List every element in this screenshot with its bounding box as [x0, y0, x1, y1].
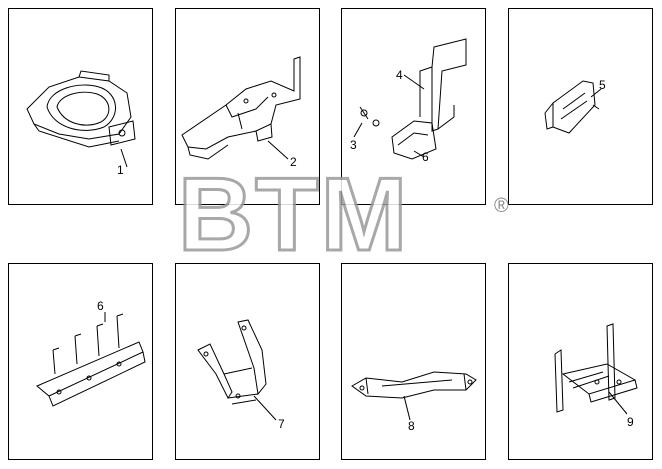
callout-label: 1 — [117, 163, 124, 177]
part-1-drawing — [26, 70, 136, 168]
callout-label: 5 — [599, 78, 606, 92]
part-7-drawing — [197, 319, 277, 421]
panel-part-8: 8 — [341, 263, 486, 460]
part-9-drawing — [554, 323, 638, 415]
panel-part-6: 6 — [8, 263, 153, 460]
part-5-drawing — [544, 80, 602, 134]
callout-label: 7 — [278, 417, 285, 431]
panel-part-9: 9 — [508, 263, 653, 460]
callout-label: 4 — [396, 68, 403, 82]
watermark-logo-text: BTM — [178, 157, 409, 273]
panel-part-5: 5 — [508, 8, 653, 205]
callout-label: 8 — [408, 419, 415, 433]
callout-label: 3 — [350, 138, 357, 152]
callout-label: 9 — [627, 415, 634, 429]
callout-label: 2 — [290, 155, 297, 169]
part-3-4-drawing — [353, 38, 467, 160]
panel-part-1: 1 — [8, 8, 153, 205]
panel-part-3-4: 3 4 6 — [341, 8, 486, 205]
part-8-drawing — [351, 371, 477, 421]
part-2-drawing — [181, 56, 301, 160]
callout-label: 6 — [97, 299, 104, 313]
callout-label: 6 — [422, 150, 429, 164]
part-6-drawing — [36, 312, 146, 407]
registered-mark: ® — [494, 195, 509, 217]
panel-part-2: 2 — [175, 8, 320, 205]
panel-part-7: 7 — [175, 263, 320, 460]
